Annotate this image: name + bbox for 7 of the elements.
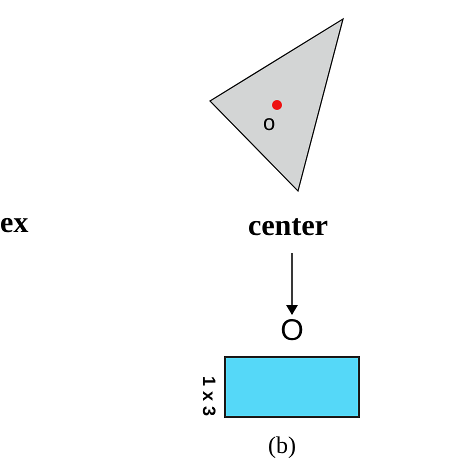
point-label: o <box>263 112 276 134</box>
point-label: O <box>280 316 304 349</box>
panel-label: (b) <box>268 434 296 458</box>
size-label: 1 x 3 <box>198 374 218 418</box>
node-label: center <box>248 211 328 241</box>
partial-label: ex <box>0 208 28 238</box>
arrow <box>286 253 298 315</box>
